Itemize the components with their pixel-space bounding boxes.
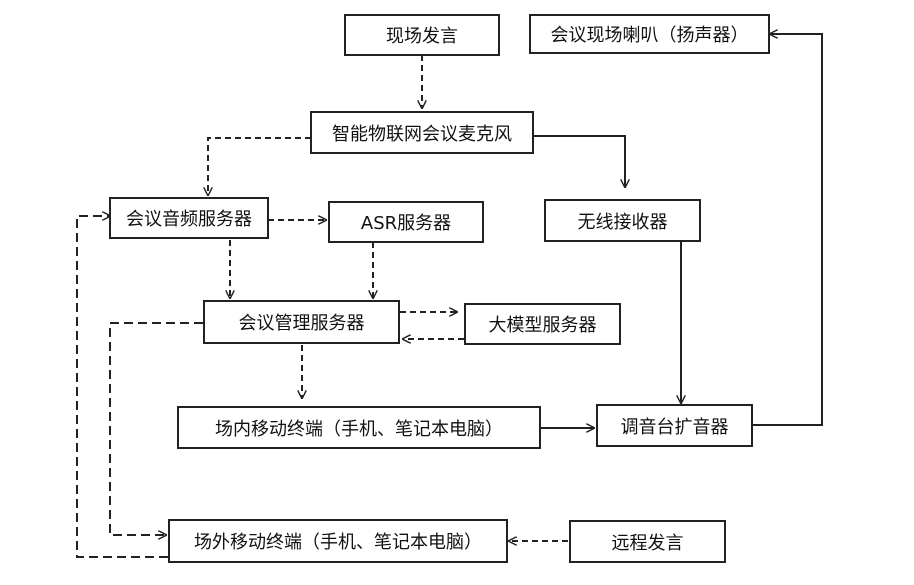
node-onsite-terminal: 场内移动终端（手机、笔记本电脑） bbox=[177, 406, 541, 449]
node-large-model-server: 大模型服务器 bbox=[464, 303, 621, 345]
node-iot-microphone: 智能物联网会议麦克风 bbox=[310, 111, 534, 154]
edge-mixer-to-venue-speaker bbox=[752, 34, 823, 426]
edge-offsite-terminal-to-audio-server bbox=[76, 216, 168, 558]
node-audio-server: 会议音频服务器 bbox=[109, 197, 269, 239]
node-venue-speaker: 会议现场喇叭（扬声器） bbox=[529, 14, 770, 54]
node-remote-speech: 远程发言 bbox=[569, 520, 726, 563]
edge-management-to-offsite-terminal bbox=[109, 322, 203, 535]
node-offsite-terminal: 场外移动终端（手机、笔记本电脑） bbox=[168, 519, 508, 563]
edge-microphone-to-wireless-receiver bbox=[533, 135, 625, 187]
node-onsite-speech: 现场发言 bbox=[344, 14, 500, 56]
node-management-server: 会议管理服务器 bbox=[203, 300, 400, 344]
edge-microphone-to-audio-server bbox=[208, 137, 311, 195]
node-wireless-receiver: 无线接收器 bbox=[544, 199, 701, 242]
node-mixer-amplifier: 调音台扩音器 bbox=[596, 404, 753, 447]
node-asr-server: ASR服务器 bbox=[328, 201, 484, 243]
